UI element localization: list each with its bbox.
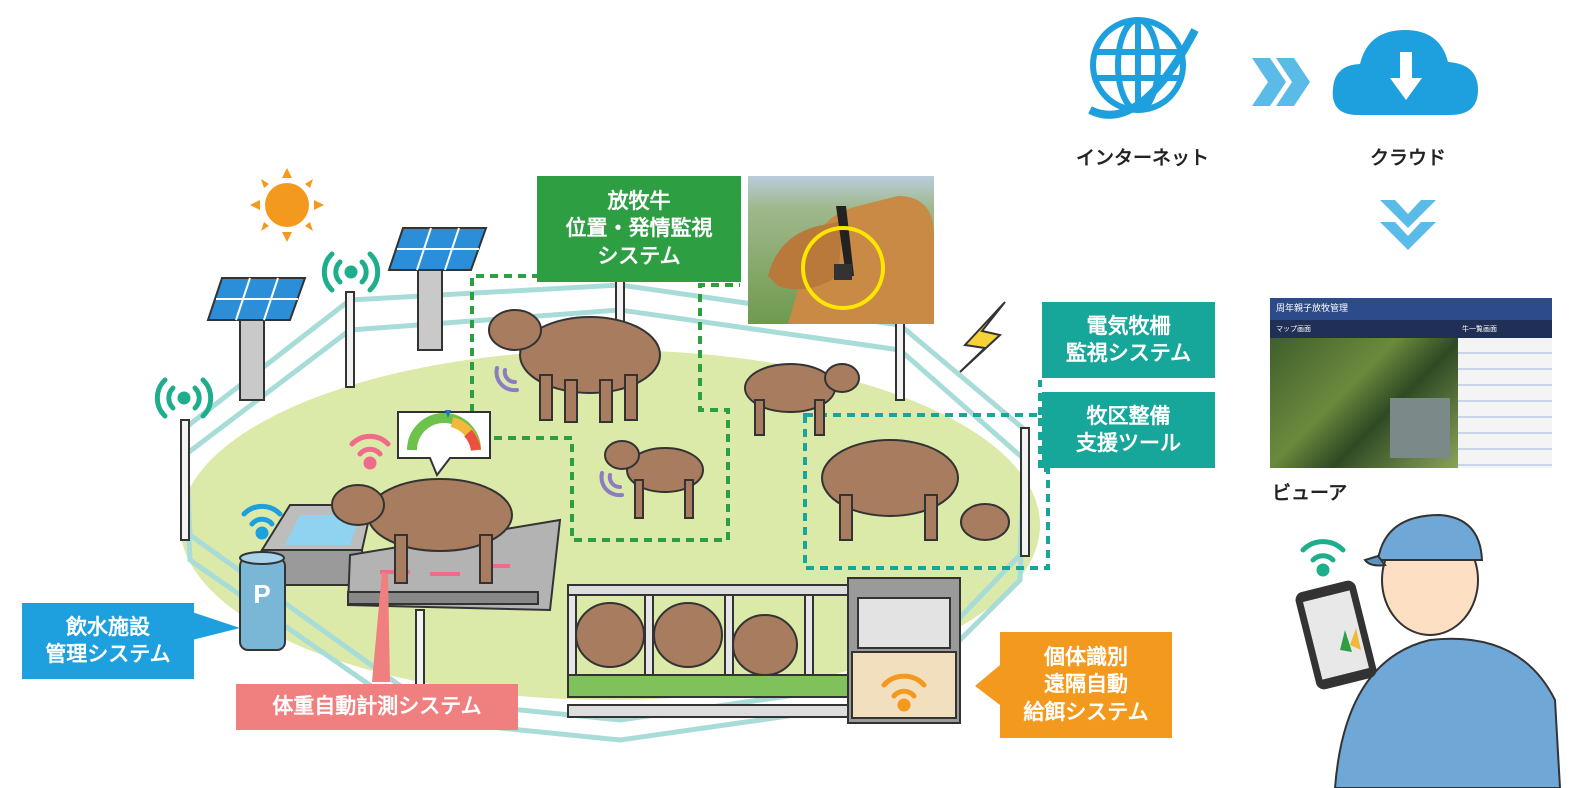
- feeder-wifi-icon: [881, 673, 927, 712]
- feeding-label-tail: [975, 665, 1000, 705]
- internet-globe-icon: [1088, 17, 1199, 119]
- wifi-icon: [241, 503, 283, 540]
- weighing-scale: [346, 518, 562, 612]
- viewer-map-tab: マップ画面: [1270, 320, 1458, 338]
- viewer-title-bar: 周年親子放牧管理: [1270, 298, 1552, 320]
- weight-label-tail: [372, 572, 390, 682]
- cow-collar-photo: [748, 176, 934, 324]
- antenna-signal-icon: [154, 251, 381, 419]
- water-label-tail: [192, 612, 240, 640]
- fence-system-label: 電気牧柵 監視システム: [1042, 302, 1215, 378]
- small-signal-icons: [494, 366, 624, 498]
- chevron-down-icon: [1380, 200, 1436, 250]
- feeding-station: [567, 577, 961, 724]
- viewer-map: [1270, 338, 1458, 468]
- feeding-system-label: 個体識別 遠隔自動 給餌システム: [1000, 632, 1172, 738]
- viewer-list-tab: 牛一覧画面: [1458, 320, 1552, 338]
- weight-signal-icon: [349, 433, 391, 470]
- chevron-right-icon: [1252, 58, 1310, 106]
- viewer-caption: ビューア: [1272, 482, 1348, 504]
- water-tank: P: [239, 551, 286, 651]
- cow-3: [331, 478, 513, 584]
- sun-icon: [250, 168, 324, 242]
- lightning-icon: [959, 301, 1006, 373]
- viewer-screen: 周年親子放牧管理 マップ画面 牛一覧画面: [1270, 298, 1552, 468]
- pasture-tool-label: 牧区整備 支援ツール: [1042, 392, 1215, 468]
- farmer-wifi-icon: [1300, 539, 1346, 577]
- weight-gauge-icon: [397, 410, 491, 477]
- cow-4: [821, 439, 1010, 541]
- water-system-label: 飲水施設 管理システム: [22, 603, 194, 679]
- pasture-dashed-links: [803, 380, 1050, 570]
- viewer-cow-list: [1458, 338, 1552, 468]
- collar-highlight-ring: [801, 226, 885, 310]
- pasture-area: [180, 350, 1040, 700]
- calf-1: [604, 440, 704, 519]
- cloud-download-icon: [1332, 30, 1478, 115]
- solar-panel-left: [206, 277, 307, 401]
- cow-1: [488, 309, 661, 423]
- cow-2: [744, 363, 860, 436]
- water-tank-letter: P: [253, 579, 270, 609]
- solar-panel-right: [387, 227, 488, 351]
- weight-system-label: 体重自動計測システム: [236, 684, 518, 730]
- internet-caption: インターネット: [1076, 147, 1210, 169]
- farmer-with-tablet: [1295, 513, 1562, 788]
- grazing-dashed-links: [470, 274, 740, 542]
- cloud-caption: クラウド: [1370, 147, 1447, 169]
- grazing-system-label: 放牧牛 位置・発情監視 システム: [537, 176, 741, 282]
